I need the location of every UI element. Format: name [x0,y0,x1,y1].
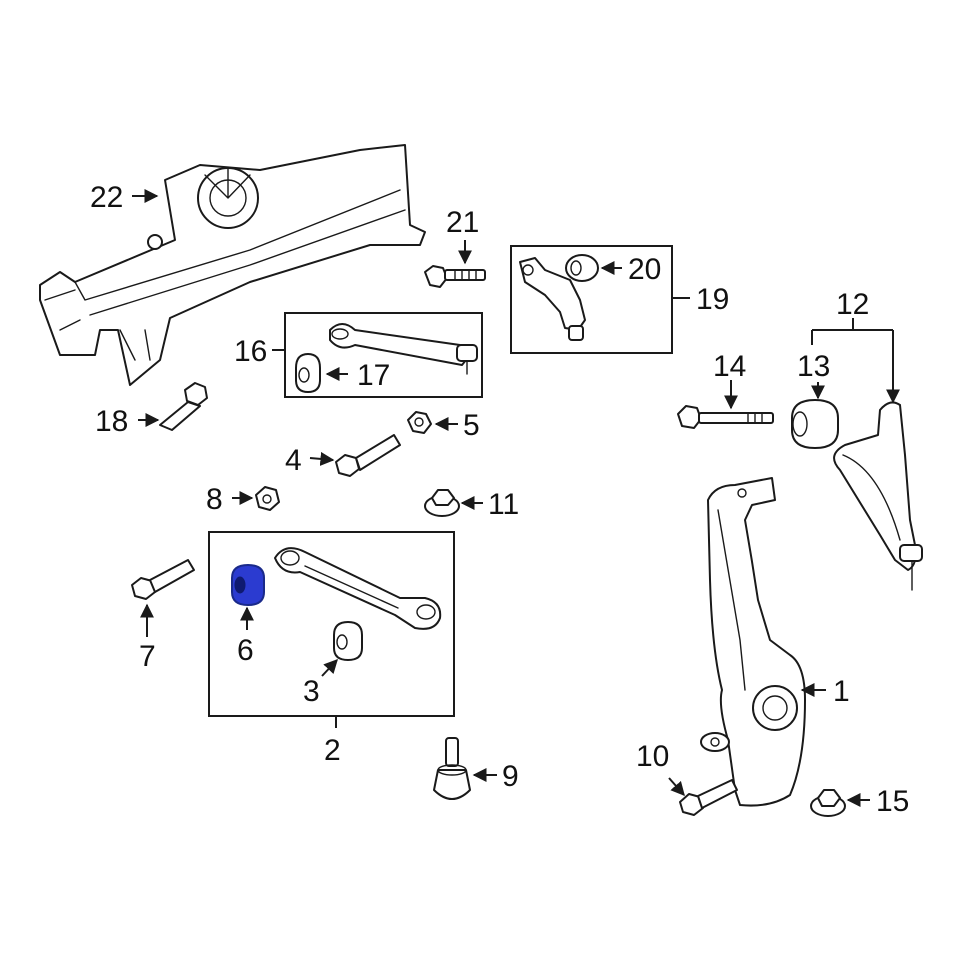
callout-9: 9 [502,760,519,793]
callout-11: 11 [488,488,519,521]
part-18-bolt[interactable] [159,382,208,431]
part-4-bolt[interactable] [335,434,401,477]
part-3-bushing[interactable] [333,621,363,661]
part-11-flange-nut[interactable] [424,489,460,517]
part-5-nut[interactable] [407,411,432,434]
callout-10: 10 [636,740,669,773]
callout-7: 7 [139,640,156,673]
callout-15: 15 [876,785,909,818]
part-9-ball-joint[interactable] [433,737,471,800]
part-14-bolt[interactable] [677,405,774,429]
callout-2: 2 [324,734,341,767]
callout-21: 21 [446,206,479,239]
callout-20: 20 [628,253,661,286]
part-12-arm[interactable] [833,401,923,591]
part-7-bolt[interactable] [131,559,195,600]
part-10-bolt[interactable] [679,779,738,816]
callout-17: 17 [357,359,390,392]
callout-14: 14 [713,350,746,383]
highlight-fill [231,563,265,607]
group-box-2 [208,531,455,717]
part-13-bushing[interactable] [791,399,839,449]
part-17-bushing[interactable] [295,353,321,393]
callout-22: 22 [90,181,123,214]
part-19-upper-arm[interactable] [519,257,586,341]
callout-5: 5 [463,409,480,442]
callout-8: 8 [206,483,223,516]
part-2-lower-control-arm[interactable] [274,547,442,630]
callout-4: 4 [285,444,302,477]
callout-16: 16 [234,335,267,368]
part-21-bolt[interactable] [424,265,486,288]
part-20-bushing[interactable] [565,254,599,282]
callout-18: 18 [95,405,128,438]
group-box-19 [510,245,673,354]
callout-12: 12 [836,288,869,321]
callout-6: 6 [237,634,254,667]
callout-1: 1 [833,675,850,708]
part-1-knuckle[interactable] [700,477,806,807]
part-8-nut[interactable] [255,486,280,511]
part-16-control-arm[interactable] [329,323,478,375]
group-box-16 [284,312,483,398]
callout-13: 13 [797,350,830,383]
part-15-flange-nut[interactable] [810,789,846,817]
part-6-bushing-highlighted[interactable] [231,563,265,607]
callout-19: 19 [696,283,729,316]
callout-3: 3 [303,675,320,708]
part-22-frame-rail[interactable] [39,144,426,386]
